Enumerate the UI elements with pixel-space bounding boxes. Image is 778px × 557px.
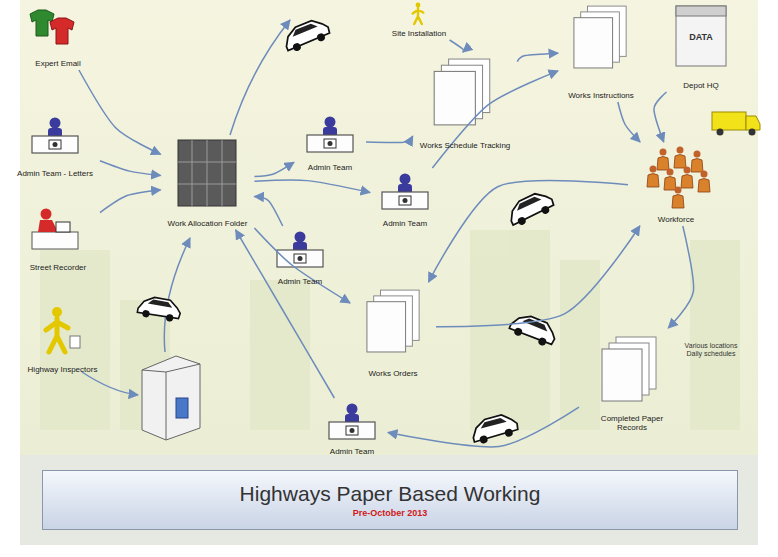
note-label: Various locations Daily schedules [676, 342, 746, 358]
cars [137, 16, 559, 446]
icon-node: Works Instructions [560, 0, 642, 100]
shirts-icon [30, 10, 74, 44]
flow-arrows [82, 20, 290, 395]
icon-node: Street Recorder [18, 206, 98, 272]
icon-node: Admin Team [318, 400, 386, 456]
subtitle: Pre-October 2013 [353, 508, 428, 518]
node-label: Works Instructions [566, 91, 636, 100]
node-label: Work Allocation Folder [166, 219, 250, 228]
node-label: Expert Email [33, 59, 82, 68]
admin-desk [307, 117, 353, 153]
node-label: Admin Team [328, 447, 376, 456]
icon-node: Admin Team [296, 112, 364, 172]
flow-arrow [100, 161, 161, 176]
background [20, 0, 758, 545]
icon-node: Work Allocation Folder [163, 136, 253, 228]
node-label: Completed Paper Records [584, 414, 680, 432]
node-label: Admin Team - Letters [15, 169, 95, 178]
folder-icon [178, 140, 236, 206]
icon-node: Highway Inspectors [20, 302, 105, 374]
flow-arrow [654, 92, 667, 142]
icon-node: Completed Paper Records [581, 330, 683, 432]
icon-node: Works Schedule Tracking [415, 54, 516, 150]
depot-building [676, 6, 726, 66]
flow-arrow [254, 228, 350, 303]
node-label: Site Installation [390, 29, 448, 38]
diagram-title: Highways Paper Based Working [240, 482, 541, 506]
node-label: Depot HQ [681, 81, 721, 90]
flow-arrow [618, 102, 640, 142]
node-label: Admin Team [276, 277, 324, 286]
icon-node: Workforce [630, 144, 722, 224]
flow-arrow [668, 226, 693, 328]
workforce-group [647, 147, 710, 209]
icon-node: Expert Email [18, 6, 98, 68]
paper-stack [574, 6, 626, 68]
flow-arrow [254, 197, 282, 226]
title-bar: Highways Paper Based WorkingPre-October … [42, 470, 738, 530]
paper-stack [434, 59, 490, 125]
icon-node: Depot HQ [664, 2, 738, 90]
node-label: Admin Team [381, 219, 429, 228]
node-label: Street Recorder [28, 263, 88, 272]
flow-arrow [429, 180, 628, 282]
paper-note [70, 336, 80, 348]
flow-arrow [388, 407, 579, 447]
installer-figure [413, 2, 424, 24]
flow-arrow [254, 180, 370, 192]
flow-arrow [366, 136, 413, 142]
admin-desk [277, 232, 323, 268]
node-label: Highway Inspectors [26, 365, 100, 374]
flow-arrow [254, 162, 294, 176]
delivery-truck [712, 112, 760, 136]
admin-desk [382, 174, 428, 210]
flow-arrow [517, 53, 558, 62]
paper-stack [602, 337, 656, 401]
flow-arrow [436, 226, 640, 327]
icon-node: Admin Team [266, 228, 334, 286]
street-recorder-icon [32, 209, 78, 250]
icon-node: Site Installation [380, 0, 458, 38]
node-label: Works Schedule Tracking [418, 141, 513, 150]
icon-node: Admin Team - Letters [12, 112, 98, 178]
note-label: DATA [676, 32, 726, 42]
node-label: Workforce [656, 215, 696, 224]
flow-arrow [236, 230, 335, 398]
admin-desk [32, 118, 78, 154]
icon-node: Admin Team [372, 170, 438, 228]
flow-arrow [100, 190, 161, 213]
footer-ground [20, 455, 758, 545]
node-label: Admin Team [306, 163, 354, 172]
filing-cabinet [142, 356, 200, 440]
flow-arrow [450, 40, 464, 52]
flow-arrow [79, 70, 161, 154]
icon-node: Works Orders [352, 284, 434, 378]
node-label: Works Orders [366, 369, 419, 378]
admin-desk [329, 404, 375, 440]
paper-stack [367, 290, 419, 352]
flow-arrow [432, 71, 558, 168]
inspector-figure [46, 307, 68, 352]
